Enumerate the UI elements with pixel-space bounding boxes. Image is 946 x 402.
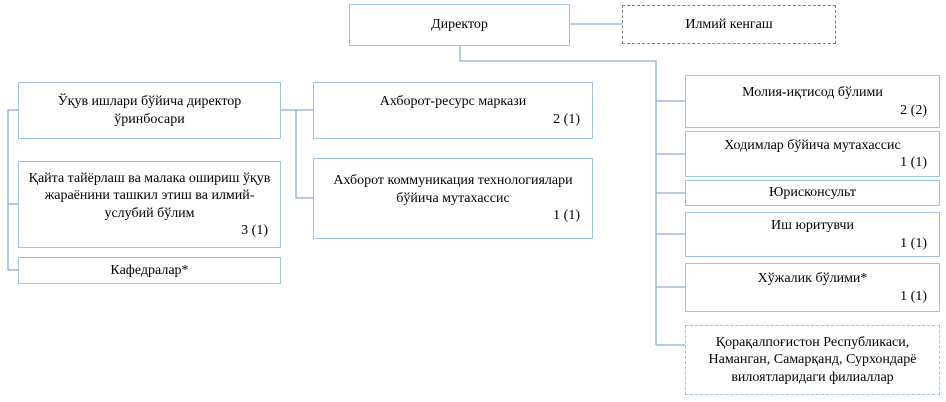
node-finance-department-count: 2 (2)	[900, 102, 927, 118]
node-ict-specialist: Ахборот коммуникация технологиялари бўйи…	[313, 158, 593, 239]
node-legal-counsel: Юрисконсульт	[685, 180, 940, 206]
node-regional-branches: Қорақалпоғистон Республикаси, Наманган, …	[685, 325, 940, 395]
node-household-department-label: Хўжалик бўлими*	[757, 271, 868, 286]
node-retraining-department-count: 3 (1)	[241, 223, 268, 238]
node-information-resource-center-count: 2 (1)	[553, 111, 580, 127]
connector-middle-spine	[281, 109, 313, 199]
node-clerk-label: Иш юритувчи	[771, 218, 854, 233]
node-ict-specialist-count: 1 (1)	[553, 208, 580, 224]
node-clerk-count: 1 (1)	[900, 235, 927, 251]
node-director: Директор	[349, 4, 570, 46]
node-household-department-count: 1 (1)	[900, 288, 927, 304]
node-retraining-department: Қайта тайёрлаш ва малака ошириш ўқув жар…	[18, 161, 281, 248]
node-finance-department: Молия-иқтисод бўлими 2 (2)	[685, 75, 940, 128]
node-deputy-director: Ўқув ишлари бўйича директор ўринбосари	[18, 82, 281, 139]
node-scientific-council-label: Илмий кенгаш	[685, 16, 773, 32]
node-hr-specialist: Ходимлар бўйича мутахассис 1 (1)	[685, 131, 940, 177]
node-information-resource-center-label: Ахборот-ресурс маркази	[379, 94, 527, 109]
node-household-department: Хўжалик бўлими* 1 (1)	[685, 263, 940, 312]
node-deputy-director-label: Ўқув ишлари бўйича директор ўринбосари	[57, 94, 242, 127]
node-retraining-department-label: Қайта тайёрлаш ва малака ошириш ўқув жар…	[28, 170, 271, 221]
connector-left-spine	[7, 109, 18, 271]
node-scientific-council: Илмий кенгаш	[622, 5, 836, 44]
node-ict-specialist-label: Ахборот коммуникация технологиялари бўйи…	[333, 173, 573, 206]
node-clerk: Иш юритувчи 1 (1)	[685, 212, 940, 257]
node-hr-specialist-count: 1 (1)	[900, 155, 927, 170]
node-legal-counsel-label: Юрисконсульт	[768, 185, 857, 201]
node-chairs-label: Кафедралар*	[110, 262, 189, 278]
node-information-resource-center: Ахборот-ресурс маркази 2 (1)	[313, 82, 593, 139]
node-hr-specialist-label: Ходимлар бўйича мутахассис	[724, 137, 901, 153]
connector-director-right-spine	[459, 46, 657, 345]
node-chairs: Кафедралар*	[18, 257, 281, 284]
node-director-label: Директор	[431, 17, 488, 33]
node-finance-department-label: Молия-иқтисод бўлими	[742, 85, 883, 100]
node-regional-branches-label: Қорақалпоғистон Республикаси, Наманган, …	[708, 334, 917, 385]
